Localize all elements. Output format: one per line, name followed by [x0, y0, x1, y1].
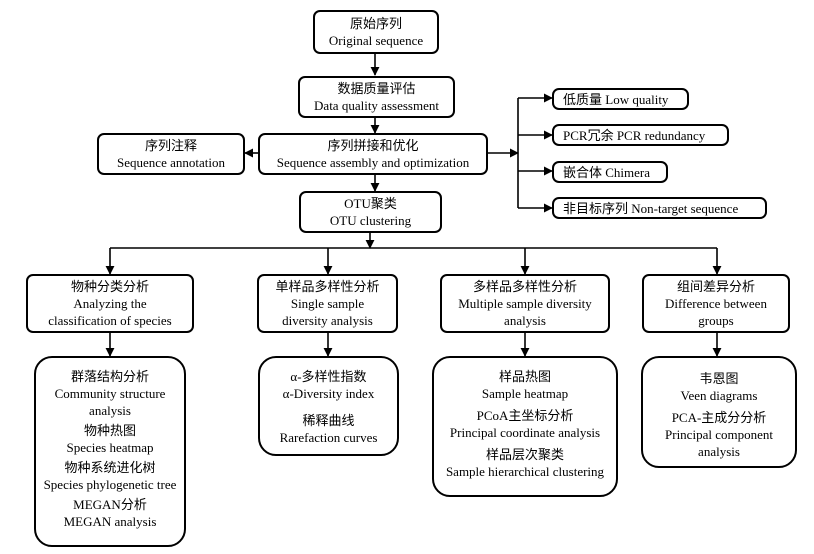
detail-zh: 群落结构分析	[70, 369, 149, 384]
filter-pcr-redundancy-box: PCR冗余 PCR redundancy	[552, 124, 729, 146]
detail-zh: 稀释曲线	[302, 413, 355, 428]
detail-zh: PCoA主坐标分析	[476, 408, 574, 423]
category-en-line: Analyzing the	[73, 296, 147, 311]
details-group-difference: 韦恩图 Veen diagrams PCA-主成分分析 Principal co…	[641, 356, 797, 468]
sequence-assembly-en: Sequence assembly and optimization	[276, 155, 470, 170]
category-zh: 单样品多样性分析	[275, 279, 380, 294]
detail-en: Principal component	[665, 427, 773, 442]
details-species-classification: 群落结构分析 Community structure analysis 物种热图…	[34, 356, 186, 547]
sequence-assembly-zh: 序列拼接和优化	[327, 138, 419, 153]
detail-en: Principal coordinate analysis	[449, 425, 601, 440]
detail-en: MEGAN analysis	[63, 514, 157, 529]
detail-zh: 样品热图	[498, 369, 551, 384]
detail-en: Community structure	[54, 386, 166, 401]
original-sequence-en: Original sequence	[328, 33, 424, 48]
category-zh: 多样品多样性分析	[472, 279, 577, 294]
detail-en: Sample hierarchical clustering	[445, 464, 605, 479]
data-quality-box: 数据质量评估 Data quality assessment	[298, 76, 455, 118]
detail-en: Rarefaction curves	[279, 430, 378, 445]
category-en-line: Single sample	[290, 296, 365, 311]
filter-low-quality-box: 低质量 Low quality	[552, 88, 689, 110]
filter-non-target-label: 非目标序列 Non-target sequence	[563, 200, 739, 216]
category-en-line: diversity analysis	[282, 313, 373, 328]
category-species-classification: 物种分类分析 Analyzing the classification of s…	[26, 274, 194, 333]
detail-zh: 韦恩图	[699, 371, 739, 386]
detail-en: α-Diversity index	[282, 386, 375, 401]
filter-non-target-box: 非目标序列 Non-target sequence	[552, 197, 767, 219]
category-en-line: analysis	[504, 313, 546, 328]
detail-zh: MEGAN分析	[73, 497, 147, 512]
otu-clustering-box: OTU聚类 OTU clustering	[299, 191, 442, 233]
category-en-line: classification of species	[48, 313, 172, 328]
original-sequence-zh: 原始序列	[349, 16, 402, 31]
detail-zh: PCA-主成分分析	[671, 410, 767, 425]
category-en-line: groups	[698, 313, 734, 328]
detail-en: Species heatmap	[66, 440, 154, 455]
details-single-sample-diversity: α-多样性指数 α-Diversity index 稀释曲线 Rarefacti…	[258, 356, 399, 456]
detail-en: Sample heatmap	[481, 386, 569, 401]
detail-zh: 样品层次聚类	[485, 447, 564, 462]
detail-en: Species phylogenetic tree	[43, 477, 177, 492]
sequence-annotation-en: Sequence annotation	[117, 155, 225, 170]
sequence-annotation-box: 序列注释 Sequence annotation	[97, 133, 245, 175]
sequence-annotation-zh: 序列注释	[144, 138, 197, 153]
detail-zh: 物种热图	[83, 423, 136, 438]
category-zh: 组间差异分析	[676, 279, 755, 294]
category-multiple-sample-diversity: 多样品多样性分析 Multiple sample diversity analy…	[440, 274, 610, 333]
detail-en: Veen diagrams	[680, 388, 758, 403]
detail-zh: α-多样性指数	[290, 369, 367, 384]
category-en-line: Multiple sample diversity	[458, 296, 592, 311]
filter-low-quality-label: 低质量 Low quality	[563, 91, 669, 107]
filter-chimera-label: 嵌合体 Chimera	[563, 164, 651, 180]
data-quality-zh: 数据质量评估	[337, 81, 416, 96]
detail-en: analysis	[89, 403, 131, 418]
category-single-sample-diversity: 单样品多样性分析 Single sample diversity analysi…	[257, 274, 398, 333]
filter-pcr-redundancy-label: PCR冗余 PCR redundancy	[563, 127, 706, 143]
category-zh: 物种分类分析	[70, 279, 149, 294]
category-en-line: Difference between	[665, 296, 767, 311]
category-group-difference: 组间差异分析 Difference between groups	[642, 274, 790, 333]
otu-clustering-en: OTU clustering	[329, 213, 412, 228]
details-multiple-sample-diversity: 样品热图 Sample heatmap PCoA主坐标分析 Principal …	[432, 356, 618, 497]
sequence-assembly-box: 序列拼接和优化 Sequence assembly and optimizati…	[258, 133, 488, 175]
otu-clustering-zh: OTU聚类	[344, 196, 397, 211]
detail-zh: 物种系统进化树	[64, 460, 156, 475]
filter-chimera-box: 嵌合体 Chimera	[552, 161, 668, 183]
data-quality-en: Data quality assessment	[314, 98, 439, 113]
original-sequence-box: 原始序列 Original sequence	[313, 10, 439, 54]
detail-en: analysis	[698, 444, 740, 459]
